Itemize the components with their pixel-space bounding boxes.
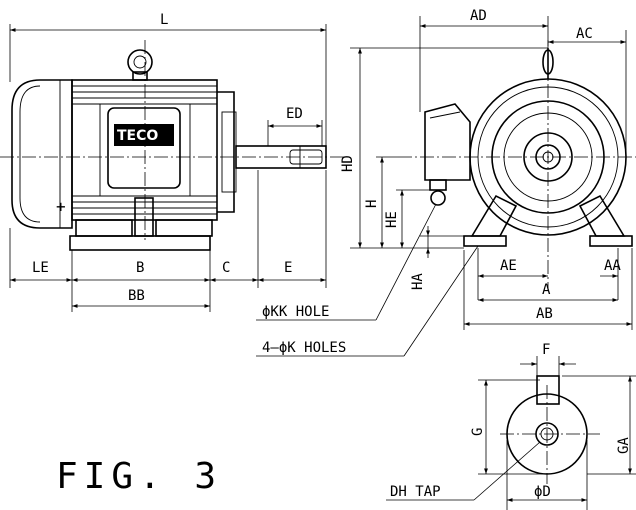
brand-logo: TECO: [117, 128, 158, 144]
dim-AE: AE: [500, 258, 517, 274]
svg-text:+: +: [56, 197, 66, 216]
end-view: [398, 40, 636, 290]
dim-H: H: [364, 200, 380, 208]
dim-AD: AD: [470, 8, 487, 24]
side-view: + TECO: [0, 40, 350, 251]
dim-G: G: [470, 428, 486, 436]
figure-caption: FIG. 3: [56, 456, 222, 497]
dim-C: C: [222, 260, 230, 276]
dim-HD: HD: [340, 155, 356, 172]
dim-E: E: [284, 260, 292, 276]
dim-F: F: [542, 342, 550, 358]
dim-AA: AA: [604, 258, 621, 274]
callout-k-holes: 4—ϕK HOLES: [256, 245, 479, 357]
callout-k-holes-text: 4—ϕK HOLES: [262, 340, 346, 356]
dim-LE: LE: [32, 260, 49, 276]
dim-L: L: [160, 12, 168, 28]
dim-AB: AB: [536, 306, 553, 322]
dim-ED: ED: [286, 106, 303, 122]
callout-dh-tap-text: DH TAP: [390, 484, 441, 500]
dim-BB: BB: [128, 288, 145, 304]
dim-B: B: [136, 260, 144, 276]
callout-kk-hole: ϕKK HOLE: [256, 203, 437, 321]
dim-A: A: [542, 282, 551, 298]
end-view-dimensions: AD AC HD H HE HA AE AA A AB: [340, 8, 633, 330]
shaft-section: F G GA ϕD DH TAP: [386, 342, 636, 510]
dim-AC: AC: [576, 26, 593, 42]
dim-HE: HE: [384, 211, 400, 228]
side-view-dimensions: L ED LE B C E BB: [9, 12, 327, 312]
dim-HA: HA: [410, 273, 426, 290]
dim-GA: GA: [616, 437, 632, 454]
dim-D: ϕD: [534, 484, 551, 500]
callout-kk-hole-text: ϕKK HOLE: [262, 304, 329, 320]
